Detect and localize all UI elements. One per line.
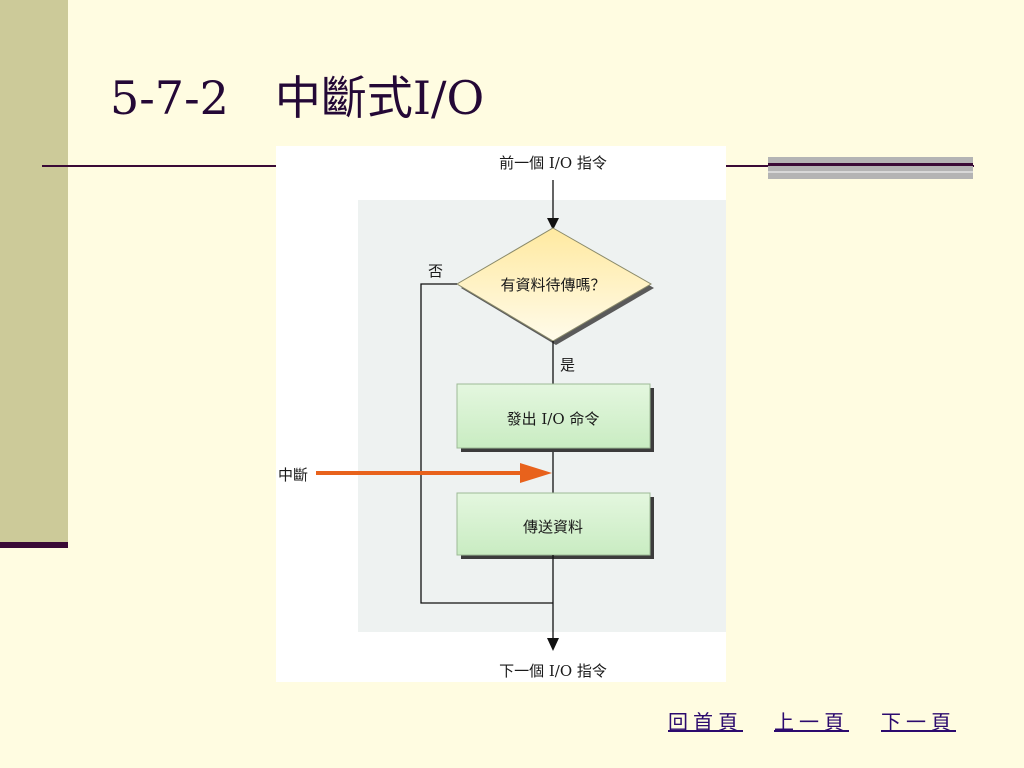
decision-label: 有資料待傳嗎？ <box>500 276 606 294</box>
slide-title: 5-7-2 中斷式I/O <box>110 71 485 125</box>
interrupt-io-flowchart: 前一個 I/O 指令 有資料待傳嗎？ 否 是 發出 I/O 命令 傳送資料 中斷… <box>276 146 726 682</box>
no-label: 否 <box>428 262 444 280</box>
left-decor-band <box>0 0 68 545</box>
nav-home-link[interactable]: 回首頁 <box>668 710 743 734</box>
process-box-1 <box>456 383 651 449</box>
step1-label: 發出 I/O 命令 <box>506 410 600 428</box>
step2-label: 傳送資料 <box>522 518 584 536</box>
nav-prev-link[interactable]: 上一頁 <box>774 710 849 734</box>
flowchart-graphics <box>316 180 726 651</box>
interrupt-label: 中斷 <box>278 466 309 484</box>
start-label: 前一個 I/O 指令 <box>499 154 607 172</box>
arrowhead-decision <box>547 218 559 230</box>
left-band-underline <box>0 542 68 548</box>
end-label: 下一個 I/O 指令 <box>499 662 607 680</box>
yes-label: 是 <box>560 356 576 374</box>
nav-next-link[interactable]: 下一頁 <box>881 710 956 734</box>
divider-accent <box>768 157 973 179</box>
no-branch-line <box>420 283 553 604</box>
arrowhead-end <box>547 638 559 651</box>
interrupt-arrowhead <box>520 463 552 483</box>
process-box-2 <box>456 492 651 556</box>
